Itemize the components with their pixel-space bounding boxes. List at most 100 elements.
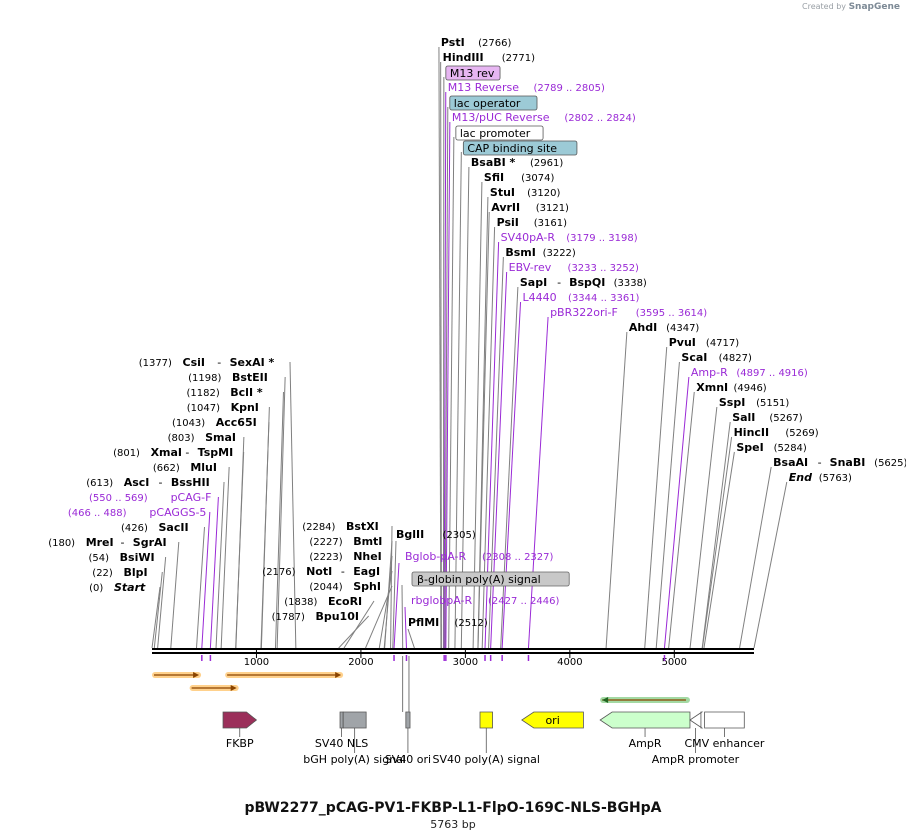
- leader-start: [151, 586, 161, 649]
- feature-label-lac-operator: lac operator: [454, 97, 521, 110]
- site-noti-part: EagI: [353, 565, 380, 578]
- snapgene-credit: Created by SnapGene: [802, 2, 900, 12]
- site-label-bsmi: BsmI: [505, 246, 535, 259]
- primer-range-amp-r: (4897 .. 4916): [736, 368, 808, 379]
- site-position-ahdi: (4347): [666, 323, 699, 334]
- site-asci-part: AscI: [124, 476, 150, 489]
- feature-fkbp: [222, 711, 258, 729]
- site-sacii-part: (426): [121, 523, 148, 534]
- plasmid-name: pBW2277_pCAG-PV1-FKBP-L1-FlpO-169C-NLS-B…: [244, 800, 662, 816]
- site-position-sfii: (3074): [521, 173, 554, 184]
- leader-bsabi: [460, 166, 470, 649]
- site-sacii-part: SacII: [158, 521, 188, 534]
- site-csii-part: CsiI: [183, 356, 205, 369]
- primer-range-rbglobpa-r: (2427 .. 2446): [488, 596, 560, 607]
- site-sphi-part: SphI: [353, 580, 381, 593]
- feature-box-globin-poly-a-signal: [411, 571, 570, 587]
- feature-cmv-enhancer: [704, 711, 745, 729]
- site-position-bglii: (2305): [443, 530, 476, 541]
- site-position-xmni: (4946): [733, 383, 766, 394]
- site-kpni-part: (1047): [187, 403, 220, 414]
- site-position-bsmi: (3222): [543, 248, 576, 259]
- leader-ebv-rev: [490, 271, 508, 649]
- feature-label-cap-binding-site: CAP binding site: [467, 142, 557, 155]
- site-position-bsabi: (2961): [530, 158, 563, 169]
- leader-amp-r: [663, 376, 690, 649]
- site-start-part: (0): [89, 583, 103, 594]
- site-position-hindiii: (2771): [502, 53, 535, 64]
- leader-end: [753, 481, 788, 649]
- site-bsteii-part: BstEII: [232, 371, 268, 384]
- primer-range-m13-reverse: (2789 .. 2805): [533, 83, 605, 94]
- site-asci-part: BssHII: [171, 476, 210, 489]
- site-blpi-part: BlpI: [123, 566, 147, 579]
- feature-label-m13-rev: M13 rev: [450, 67, 495, 80]
- site-separator: -: [557, 276, 561, 289]
- leader-lac-operator: [444, 106, 449, 649]
- site-label-hincii: HincII: [734, 426, 770, 439]
- leader-lac-promoter: [448, 136, 455, 649]
- site-label-ahdi: AhdI: [629, 321, 657, 334]
- site-xmai-part: (801): [113, 448, 140, 459]
- site-xmai-part: TspMI: [198, 446, 234, 459]
- primer-range-m13-puc-reverse: (2802 .. 2824): [564, 113, 636, 124]
- site-bmti-part: (2227): [309, 537, 342, 548]
- feature-sv40-nls: [339, 711, 344, 729]
- feature-ampr-promoter: [689, 711, 704, 729]
- leader-sali: [701, 421, 731, 649]
- feature-label-bgh-poly-a-signal: bGH poly(A) signal: [303, 753, 406, 766]
- site-mlui-part: MluI: [190, 461, 217, 474]
- primer-bar-arrowhead: [193, 672, 200, 678]
- primer-label-bglob-pa-r: Bglob-pA-R: [405, 550, 467, 563]
- site-mlui-part: (662): [153, 463, 180, 474]
- site-label-spei: SpeI: [736, 441, 763, 454]
- site-label-pvui: PvuI: [669, 336, 696, 349]
- site-label-sapi: SapI: [520, 276, 547, 289]
- feature-label-ampr: AmpR: [629, 737, 662, 750]
- site-position-stui: (3120): [527, 188, 560, 199]
- axis-tick-label: 3000: [453, 657, 478, 668]
- site-bsiwi-part: BsiWI: [120, 551, 155, 564]
- primer-pcag-f-part: (550 .. 569): [89, 493, 148, 504]
- site-label-end: End: [789, 471, 812, 484]
- primer-range-bglob-pa-r: (2308 .. 2327): [482, 552, 554, 563]
- site-label-psii: PsiI: [497, 216, 519, 229]
- axis-tick-label: 1000: [244, 657, 269, 668]
- leader-asci: [215, 481, 225, 649]
- site-acc65i-part: (1043): [172, 418, 205, 429]
- leader-nhei: [383, 555, 393, 649]
- site-acc65i-part: Acc65I: [216, 416, 257, 429]
- primer-label-m13-puc-reverse: M13/pUC Reverse: [452, 111, 550, 124]
- site-noti-part: (2176): [262, 567, 295, 578]
- feature-label-globin-poly-a-signal: β-globin poly(A) signal: [417, 573, 541, 586]
- site-kpni-part: KpnI: [231, 401, 259, 414]
- site-ecori-part: EcoRI: [328, 595, 362, 608]
- snapgene-logo: SnapGene: [848, 2, 900, 12]
- leader-mrei: [170, 541, 180, 649]
- feature-label-cmv-enhancer: CMV enhancer: [684, 737, 764, 750]
- site-position-spei: (5284): [774, 443, 807, 454]
- site-mrei-part: SgrAI: [133, 536, 167, 549]
- site-position-pflmi: (2512): [455, 618, 488, 629]
- feature-box-lac-operator: [449, 95, 538, 111]
- primer-label-sv40pa-r: SV40pA-R: [501, 231, 556, 244]
- primer-label-m13-reverse: M13 Reverse: [448, 81, 519, 94]
- site-label-avrii: AvrII: [491, 201, 520, 214]
- site-position-scai: (4827): [719, 353, 752, 364]
- leader-acc65i: [260, 421, 270, 649]
- leader-csii: [289, 361, 297, 649]
- leader-scai: [655, 361, 680, 649]
- site-position-sali: (5267): [769, 413, 802, 424]
- site-bstxi-part: BstXI: [346, 520, 379, 533]
- leader-m13-puc-reverse: [445, 121, 451, 649]
- site-bpu10i-part: Bpu10I: [315, 610, 359, 623]
- primer-label-l4440: L4440: [523, 291, 557, 304]
- feature-label-sv40-nls: SV40 NLS: [315, 737, 368, 750]
- site-position-end: (5763): [819, 473, 852, 484]
- site-mrei-part: -: [121, 536, 125, 549]
- leader-bglii: [392, 540, 397, 649]
- feature-label-sv40-ori: SV40 ori: [385, 753, 431, 766]
- feature-ori: [521, 711, 584, 729]
- leader-xmai: [235, 451, 245, 649]
